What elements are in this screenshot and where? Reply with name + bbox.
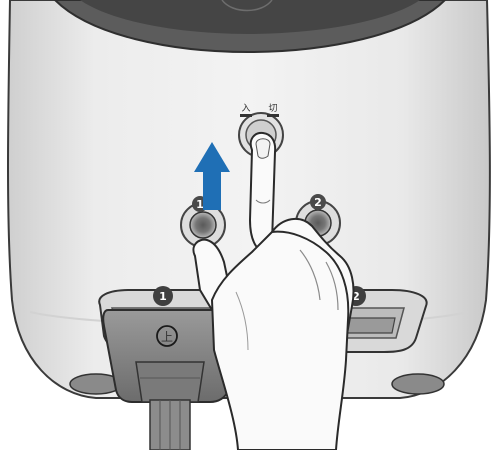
power-cord (150, 400, 190, 450)
plug-number-1-text: 1 (159, 290, 167, 303)
switch-on-label: 入 (241, 103, 250, 114)
plug-strain-relief (136, 362, 204, 402)
switch-on-bar (240, 114, 252, 117)
switch-off-label: 切 (268, 103, 277, 114)
plug-number-1: 1 (153, 286, 173, 306)
right-foot (392, 374, 444, 394)
switch-off-bar (267, 114, 279, 117)
outlet-1-number: 1 (196, 198, 204, 211)
outlet-2-number: 2 (314, 196, 322, 209)
plug-mark-text: 上 (161, 330, 173, 344)
